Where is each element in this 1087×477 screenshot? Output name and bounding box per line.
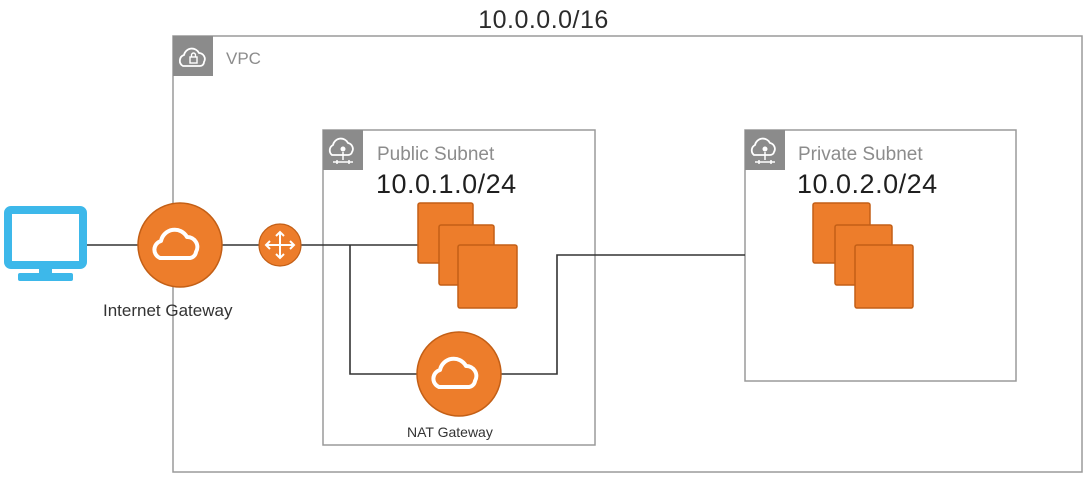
nat-gateway-label: NAT Gateway: [407, 424, 493, 440]
vpc-cidr-label: 10.0.0.0/16: [478, 6, 609, 34]
private-subnet-cidr: 10.0.2.0/24: [797, 169, 938, 199]
subnet-cloud-icon: [745, 130, 785, 170]
vpc-icon: [173, 36, 213, 76]
connection-lines: [86, 244, 745, 375]
vpc-label: VPC: [226, 49, 261, 68]
ec2-instances-icon: [812, 202, 914, 309]
internet-gateway-icon: [137, 202, 223, 288]
public-subnet-container: [322, 129, 596, 446]
private-subnet-label: Private Subnet: [798, 144, 923, 165]
router-icon: [258, 223, 302, 267]
subnet-cloud-icon: [323, 130, 363, 170]
internet-gateway-label: Internet Gateway: [103, 301, 233, 320]
public-subnet-cidr: 10.0.1.0/24: [376, 169, 517, 199]
vpc-container: [172, 35, 1083, 473]
public-subnet-label: Public Subnet: [377, 144, 495, 165]
ec2-instances-icon: [417, 202, 518, 309]
nat-gateway-icon: [416, 331, 502, 417]
monitor-icon: [4, 206, 87, 281]
